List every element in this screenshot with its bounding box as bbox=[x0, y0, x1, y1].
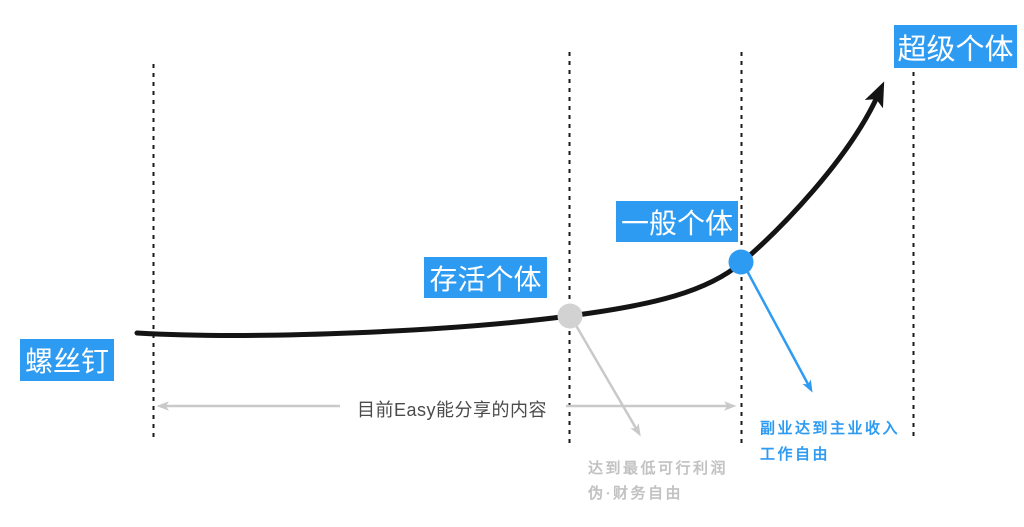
stage-label-text: 存活个体 bbox=[429, 263, 542, 295]
share-range-label: 目前Easy能分享的内容 bbox=[356, 400, 548, 420]
stage-label-text: 螺丝钉 bbox=[24, 346, 109, 377]
growth-curve bbox=[134, 81, 885, 338]
survive-milestone-note: 达到最低可行利润 伪·财务自由 bbox=[588, 457, 728, 507]
general-milestone-arrow bbox=[743, 266, 813, 393]
survive-milestone-arrow bbox=[572, 321, 641, 437]
stage-label-yiban-geti: 一般个体 bbox=[616, 201, 738, 242]
stage-label-text: 超级个体 bbox=[897, 33, 1014, 66]
stage-label-cunhuo-geti: 存活个体 bbox=[424, 257, 547, 298]
stage-label-text: 一般个体 bbox=[620, 207, 733, 239]
survive-node-dot bbox=[557, 303, 583, 329]
stage-label-chaoji-geti: 超级个体 bbox=[894, 25, 1017, 68]
general-milestone-note: 副业达到主业收入 工作自由 bbox=[760, 416, 900, 468]
general-milestone-line2: 工作自由 bbox=[760, 447, 831, 463]
stage-label-luosiding: 螺丝钉 bbox=[20, 339, 114, 381]
general-milestone-line1: 副业达到主业收入 bbox=[760, 421, 901, 437]
survive-milestone-line1: 达到最低可行利润 bbox=[588, 461, 729, 477]
general-node-dot bbox=[728, 249, 754, 275]
survive-milestone-line2: 伪·财务自由 bbox=[588, 486, 684, 502]
